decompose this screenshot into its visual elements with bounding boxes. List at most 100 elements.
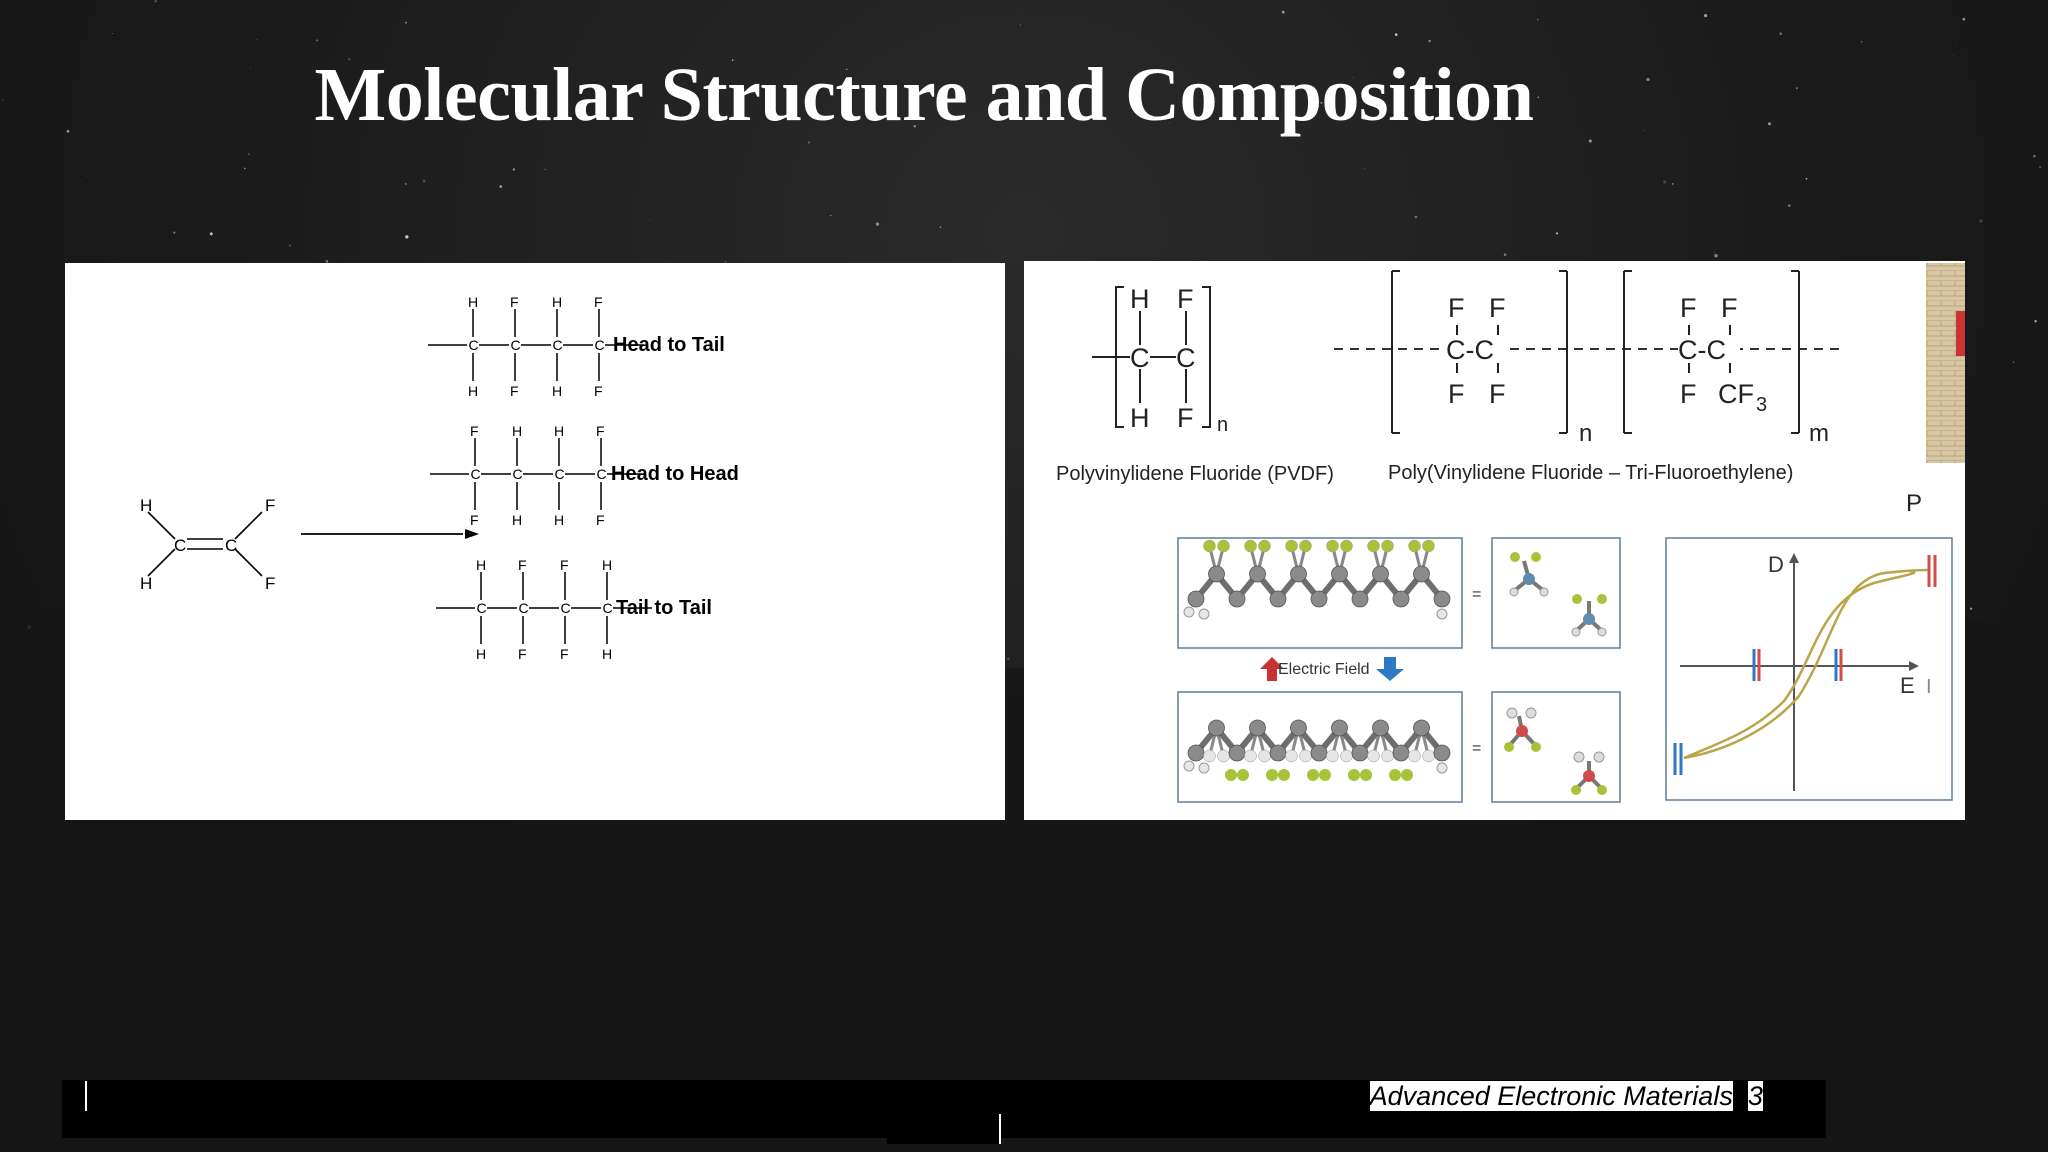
trfe-unit1-bottom-2: F [1489, 379, 1506, 409]
star [875, 222, 880, 226]
star [173, 231, 176, 234]
trfe-unit2-top-1: F [1680, 293, 1697, 323]
substituent-bottom: F [594, 383, 603, 399]
equals-sign-top: = [1472, 586, 1481, 603]
pvdf-trfe-name: Poly(Vinylidene Fluoride – Tri-Fluoroeth… [1388, 462, 1793, 484]
star [1414, 215, 1418, 219]
substituent-bottom: H [552, 383, 562, 399]
field-up-arrow-icon [1260, 657, 1284, 681]
substituent-bottom: H [512, 512, 522, 528]
substituent-top: H [552, 294, 562, 310]
star [1019, 24, 1021, 26]
citation-sep: , [1732, 1081, 1748, 1111]
star [1555, 232, 1559, 235]
trfe-unit1-top-2: F [1489, 293, 1506, 323]
pvdf-name: Polyvinylidene Fluoride (PVDF) [1056, 463, 1334, 485]
pvdf-bottom-2: F [1177, 403, 1194, 433]
backbone-carbon: C [561, 600, 571, 616]
substituent-top: F [510, 294, 519, 310]
star [1012, 92, 1013, 94]
star [86, 175, 88, 177]
star [1588, 139, 1592, 143]
backbone-carbon: C [471, 466, 481, 482]
star [1364, 167, 1366, 169]
star [1646, 77, 1650, 82]
star [1320, 101, 1323, 104]
star [1713, 251, 1716, 254]
star [247, 153, 250, 156]
pvdf-backbone-c2: C [1176, 343, 1196, 373]
dipole-arrows [1673, 555, 1937, 775]
equals-sign-bottom: = [1472, 740, 1481, 757]
trfe-unit1-top-1: F [1448, 293, 1465, 323]
substituent-top: H [602, 557, 612, 573]
trfe-bracket-4 [1791, 270, 1800, 434]
electric-field-indicator: Electric Field [1260, 657, 1404, 681]
presenter-video-thumbnail [1926, 263, 1965, 463]
star [1643, 129, 1645, 131]
substituent-top: F [594, 294, 603, 310]
star [512, 168, 516, 171]
star [1860, 40, 1863, 43]
pvdf-repeat-unit: C C H F H F n [1092, 284, 1228, 436]
linkage-label: Tail to Tail [616, 597, 712, 619]
star [325, 260, 329, 263]
star [112, 33, 114, 35]
substituent-bottom: H [602, 646, 612, 662]
star [939, 226, 942, 228]
substituent-top: F [560, 557, 569, 573]
y-axis-label: D [1768, 552, 1784, 577]
star [1352, 77, 1354, 79]
trfe-subscript-n: n [1579, 420, 1592, 447]
star [1663, 180, 1667, 184]
pvdf-left-bracket [1115, 286, 1124, 428]
substituent-bottom: H [476, 646, 486, 662]
backbone-carbon: C [553, 337, 563, 353]
star [405, 235, 409, 239]
backbone-carbon: C [511, 337, 521, 353]
dipole-model-bottom-1 [1504, 707, 1541, 752]
substituent-top: F [470, 423, 479, 439]
slide-title: Molecular Structure and Composition [314, 53, 1534, 137]
trfe-unit2-bottom-2: CF [1718, 379, 1754, 409]
star [2034, 319, 2037, 323]
backbone-carbon: C [597, 466, 607, 482]
star [348, 58, 350, 60]
substituent-top: H [468, 294, 478, 310]
pvdf-backbone-c1: C [1130, 343, 1150, 373]
star [913, 124, 917, 128]
star [1537, 19, 1539, 21]
backbone-carbon: C [477, 600, 487, 616]
substituent-top: F [596, 423, 605, 439]
star [649, 220, 651, 221]
substituent-top: F [518, 557, 527, 573]
pvdf-trfe-repeat-unit: C-C F F F F n C-C F F F CF 3 m [1334, 270, 1844, 447]
hysteresis-lower-branch [1683, 569, 1916, 760]
citation-text: Chen, X., Han, X., & Shen, Q. D. (2017).… [86, 1081, 1370, 1111]
hysteresis-corner-label: P [1906, 490, 1922, 517]
star [1007, 657, 1010, 661]
star [288, 244, 291, 247]
field-down-arrow-icon [1376, 657, 1404, 681]
star [1428, 39, 1431, 43]
pvdf-right-bracket [1202, 286, 1211, 428]
dipole-model-top-1 [1509, 552, 1549, 597]
substituent-bottom: F [510, 383, 519, 399]
axis-edge-mark: I [1926, 676, 1932, 698]
star [1768, 122, 1771, 126]
trfe-unit2-backbone: C-C [1678, 335, 1726, 365]
substituent-top: H [554, 423, 564, 439]
monomer-atom-c2: C [225, 536, 237, 555]
pvdf-structure-diagram: C C H F H F n Polyvinylidene Fluoride (P… [1056, 263, 1965, 803]
pvdf-structure-panel: C C H F H F n Polyvinylidene Fluoride (P… [1024, 261, 1965, 820]
trfe-subscript-m: m [1809, 420, 1829, 447]
x-axis-label: E [1900, 673, 1915, 698]
star [1291, 117, 1295, 121]
star [807, 141, 811, 144]
trfe-unit1-backbone: C-C [1446, 335, 1494, 365]
monomer-atom-h2: H [140, 574, 152, 593]
star [1558, 208, 1560, 210]
